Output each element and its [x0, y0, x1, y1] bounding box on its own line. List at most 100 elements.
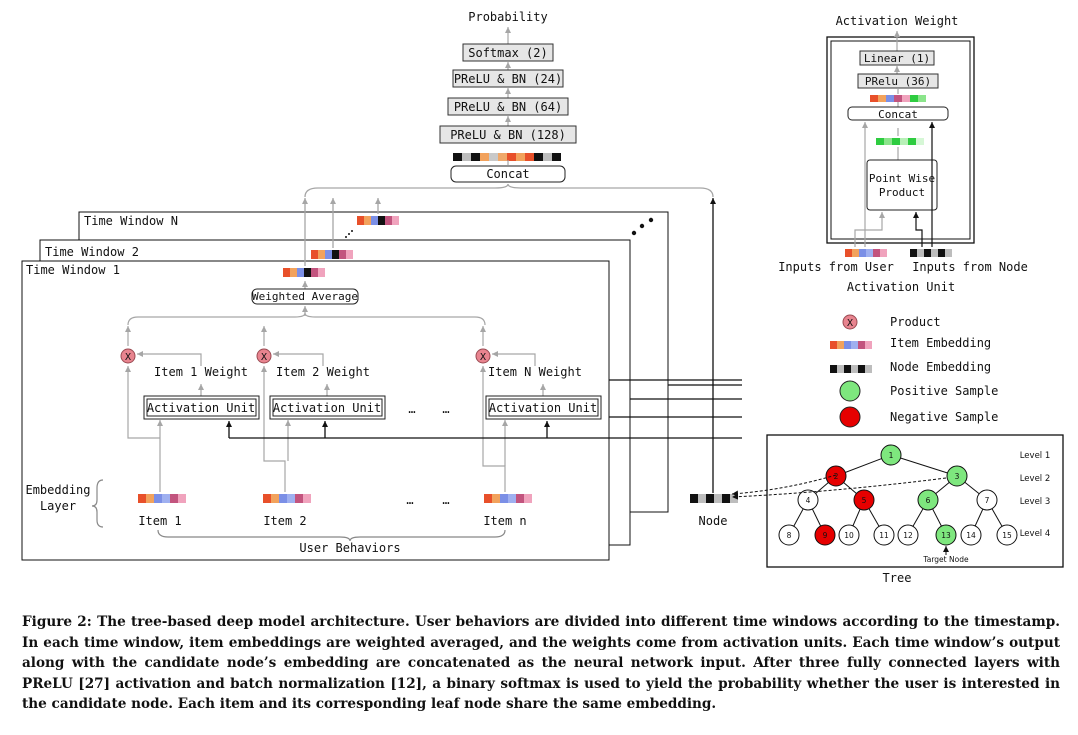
tree-node-4 [797, 489, 819, 511]
legend-node-embedding-swatch [830, 365, 872, 373]
legend-node-cell [851, 365, 858, 373]
window-1-vector-cell [318, 268, 325, 277]
tree-node-label-10: 10 [844, 531, 854, 540]
node-vector-cell [730, 494, 738, 503]
concat-vector-cell [552, 153, 561, 161]
level-3-label: Level 3 [1020, 497, 1051, 507]
tree-node-15 [996, 524, 1018, 546]
tree-node-label-13: 13 [941, 531, 951, 540]
legend-positive-circle [839, 380, 861, 402]
au-green-vector-cell [884, 138, 892, 145]
legend-item-cell [830, 341, 837, 349]
item-1-vector-cell [154, 494, 162, 503]
product-icon-1 [120, 348, 136, 364]
prelu-bn-24-layer [452, 69, 564, 88]
time-windows: Time Window N Time Window 2 Time Window … [21, 198, 742, 561]
au-user-vector-cell [859, 249, 866, 257]
au-user-vector-cell [852, 249, 859, 257]
node-vector-cell [706, 494, 714, 503]
legend-node-cell [858, 365, 865, 373]
point-wise-product-box [866, 159, 938, 211]
au-product-vector [876, 138, 924, 145]
concat-vector-cell [480, 153, 489, 161]
item-n-weight-label: Item N Weight [488, 365, 582, 379]
au-node-vector-cell [945, 249, 952, 257]
activation-unit-n [485, 395, 602, 420]
concat-vector-cell [507, 153, 516, 161]
figure-caption: Figure 2: The tree-based deep model arch… [22, 614, 1060, 713]
au-green-vector-cell [876, 138, 884, 145]
inputs-from-user-label: Inputs from User [778, 260, 894, 274]
tree-node-label-8: 8 [787, 531, 792, 540]
au-node-vector-cell [938, 249, 945, 257]
item-1-vector-cell [146, 494, 154, 503]
node-label: Node [699, 514, 728, 528]
concat-embedding-vector [453, 153, 561, 161]
prelu-bn-64-layer [447, 97, 569, 116]
concat-vector-cell [534, 153, 543, 161]
au-concat-vector-cell [878, 95, 886, 102]
legend-node-embedding-label: Node Embedding [890, 360, 991, 374]
item-1-vector-cell [170, 494, 178, 503]
window-n-vector-cell [364, 216, 371, 225]
item-2-vector-cell [271, 494, 279, 503]
item-embedding-vectors [138, 494, 532, 503]
au-concat-vector-cell [886, 95, 894, 102]
au-concat-vector [870, 95, 926, 102]
node-vector-cell [690, 494, 698, 503]
embedding-layer-label-1: Embedding [25, 483, 90, 497]
tree-node-label-11: 11 [879, 531, 889, 540]
time-window-1-label: Time Window 1 [26, 263, 120, 277]
tree-node-14 [960, 524, 982, 546]
legend-item-cell [851, 341, 858, 349]
tree-node-label-1: 1 [889, 451, 894, 460]
tree-node-5 [853, 489, 875, 511]
item-n-vector-cell [492, 494, 500, 503]
concat-label: Concat [486, 167, 529, 181]
inputs-from-node-label: Inputs from Node [912, 260, 1028, 274]
window-n-vector-cell [378, 216, 385, 225]
weighted-average-box [251, 288, 359, 305]
tree-edge [890, 454, 958, 477]
target-node-label: Target Node [922, 555, 969, 564]
item-1-vector-cell [138, 494, 146, 503]
embedding-layer-label-2: Layer [40, 499, 76, 513]
product-symbol-1: X [125, 352, 131, 363]
item-n-vector-cell [508, 494, 516, 503]
window-1-vector-cell [283, 268, 290, 277]
prelu-36-label: PRelu (36) [865, 75, 931, 88]
user-behaviors-label: User Behaviors [299, 541, 400, 555]
tree-node-12 [897, 524, 919, 546]
product-symbol-n: X [480, 352, 486, 363]
level-2-label: Level 2 [1020, 474, 1051, 484]
item-n-vector-cell [484, 494, 492, 503]
item-1-weight-label: Item 1 Weight [154, 365, 248, 379]
item-n-vector-cell [516, 494, 524, 503]
concat-vector-cell [471, 153, 480, 161]
concat-vector-cell [525, 153, 534, 161]
item-2-vector-cell [263, 494, 271, 503]
window-2-vector-cell [311, 250, 318, 259]
au-green-vector-cell [892, 138, 900, 145]
au-concat-vector-cell [918, 95, 926, 102]
tree-model-diagram: Probability Softmax (2) PReLU & BN (24) … [21, 10, 1064, 585]
tree-node-13 [935, 524, 957, 546]
au-green-vector-cell [916, 138, 924, 145]
au-node-vector-cell [931, 249, 938, 257]
concat-box [450, 165, 566, 183]
tree-node-label-3: 3 [955, 472, 960, 481]
output-network: Probability Softmax (2) PReLU & BN (24) … [304, 10, 714, 198]
window-2-vector-cell [339, 250, 346, 259]
tree-node-3 [946, 465, 968, 487]
level-1-label: Level 1 [1020, 451, 1051, 461]
probability-label: Probability [468, 10, 547, 24]
product-icon-2 [256, 348, 272, 364]
legend-node-cell [830, 365, 837, 373]
item-1-vector-cell [178, 494, 186, 503]
window-output-vectors [283, 216, 399, 277]
concat-vector-cell [462, 153, 471, 161]
activation-unit-2 [269, 395, 386, 420]
window-2-vector-cell [346, 250, 353, 259]
activation-unit-2-label: Activation Unit [273, 401, 381, 415]
